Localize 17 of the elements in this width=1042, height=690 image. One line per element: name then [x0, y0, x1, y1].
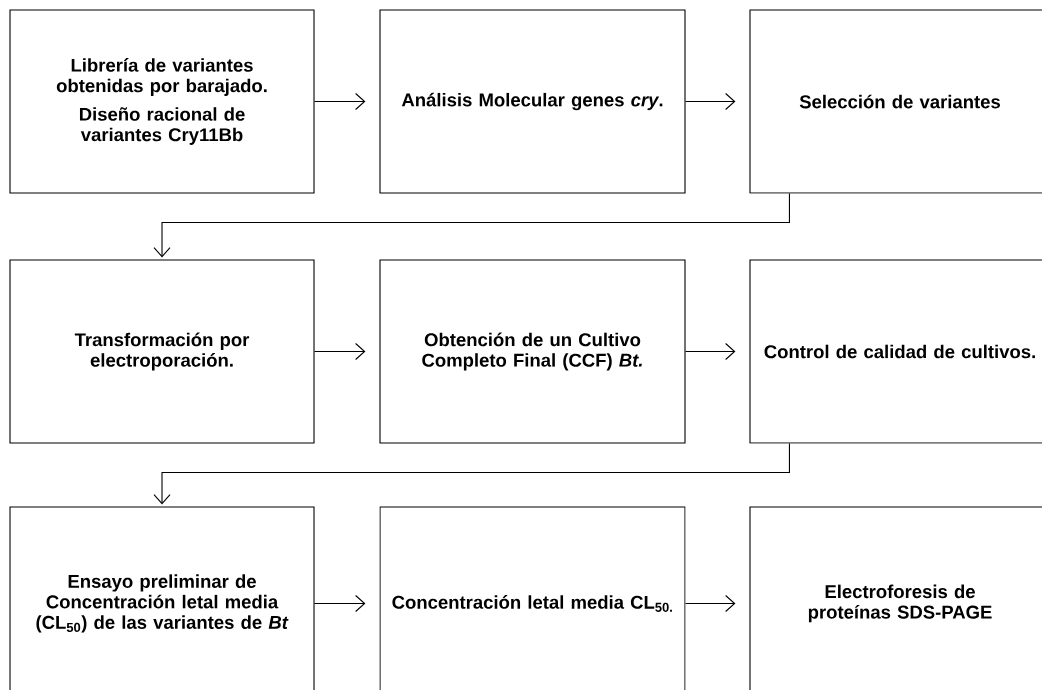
- arrow: [314, 92, 366, 111]
- process-box: Selección de variantes: [749, 9, 1042, 194]
- process-box: Obtención de un Cultivo Completo Final (CCF) Bt.: [379, 259, 686, 444]
- process-box: Librería de variantes obtenidas por barajado. Diseño racional de variantes Cry11Bb: [9, 9, 315, 194]
- process-box: Análisis Molecular genes cry.: [379, 9, 686, 194]
- process-box: Control de calidad de cultivos.: [749, 259, 1042, 444]
- arrow: [685, 594, 736, 613]
- arrow: [685, 342, 736, 361]
- arrow: [314, 342, 366, 361]
- process-box: Ensayo preliminar de Concentración letal media (CL$_{50}$) de las variantes de Bt: [9, 506, 315, 690]
- process-box: Concentración letal media CL$_{50.}$: [379, 506, 686, 690]
- process-box: Electroforesis de proteínas SDS-PAGE: [749, 506, 1042, 690]
- arrow: [153, 193, 790, 258]
- arrow: [314, 594, 366, 613]
- process-box: Transformación por electroporación.: [9, 259, 315, 444]
- arrow: [685, 92, 736, 111]
- arrow: [153, 443, 790, 505]
